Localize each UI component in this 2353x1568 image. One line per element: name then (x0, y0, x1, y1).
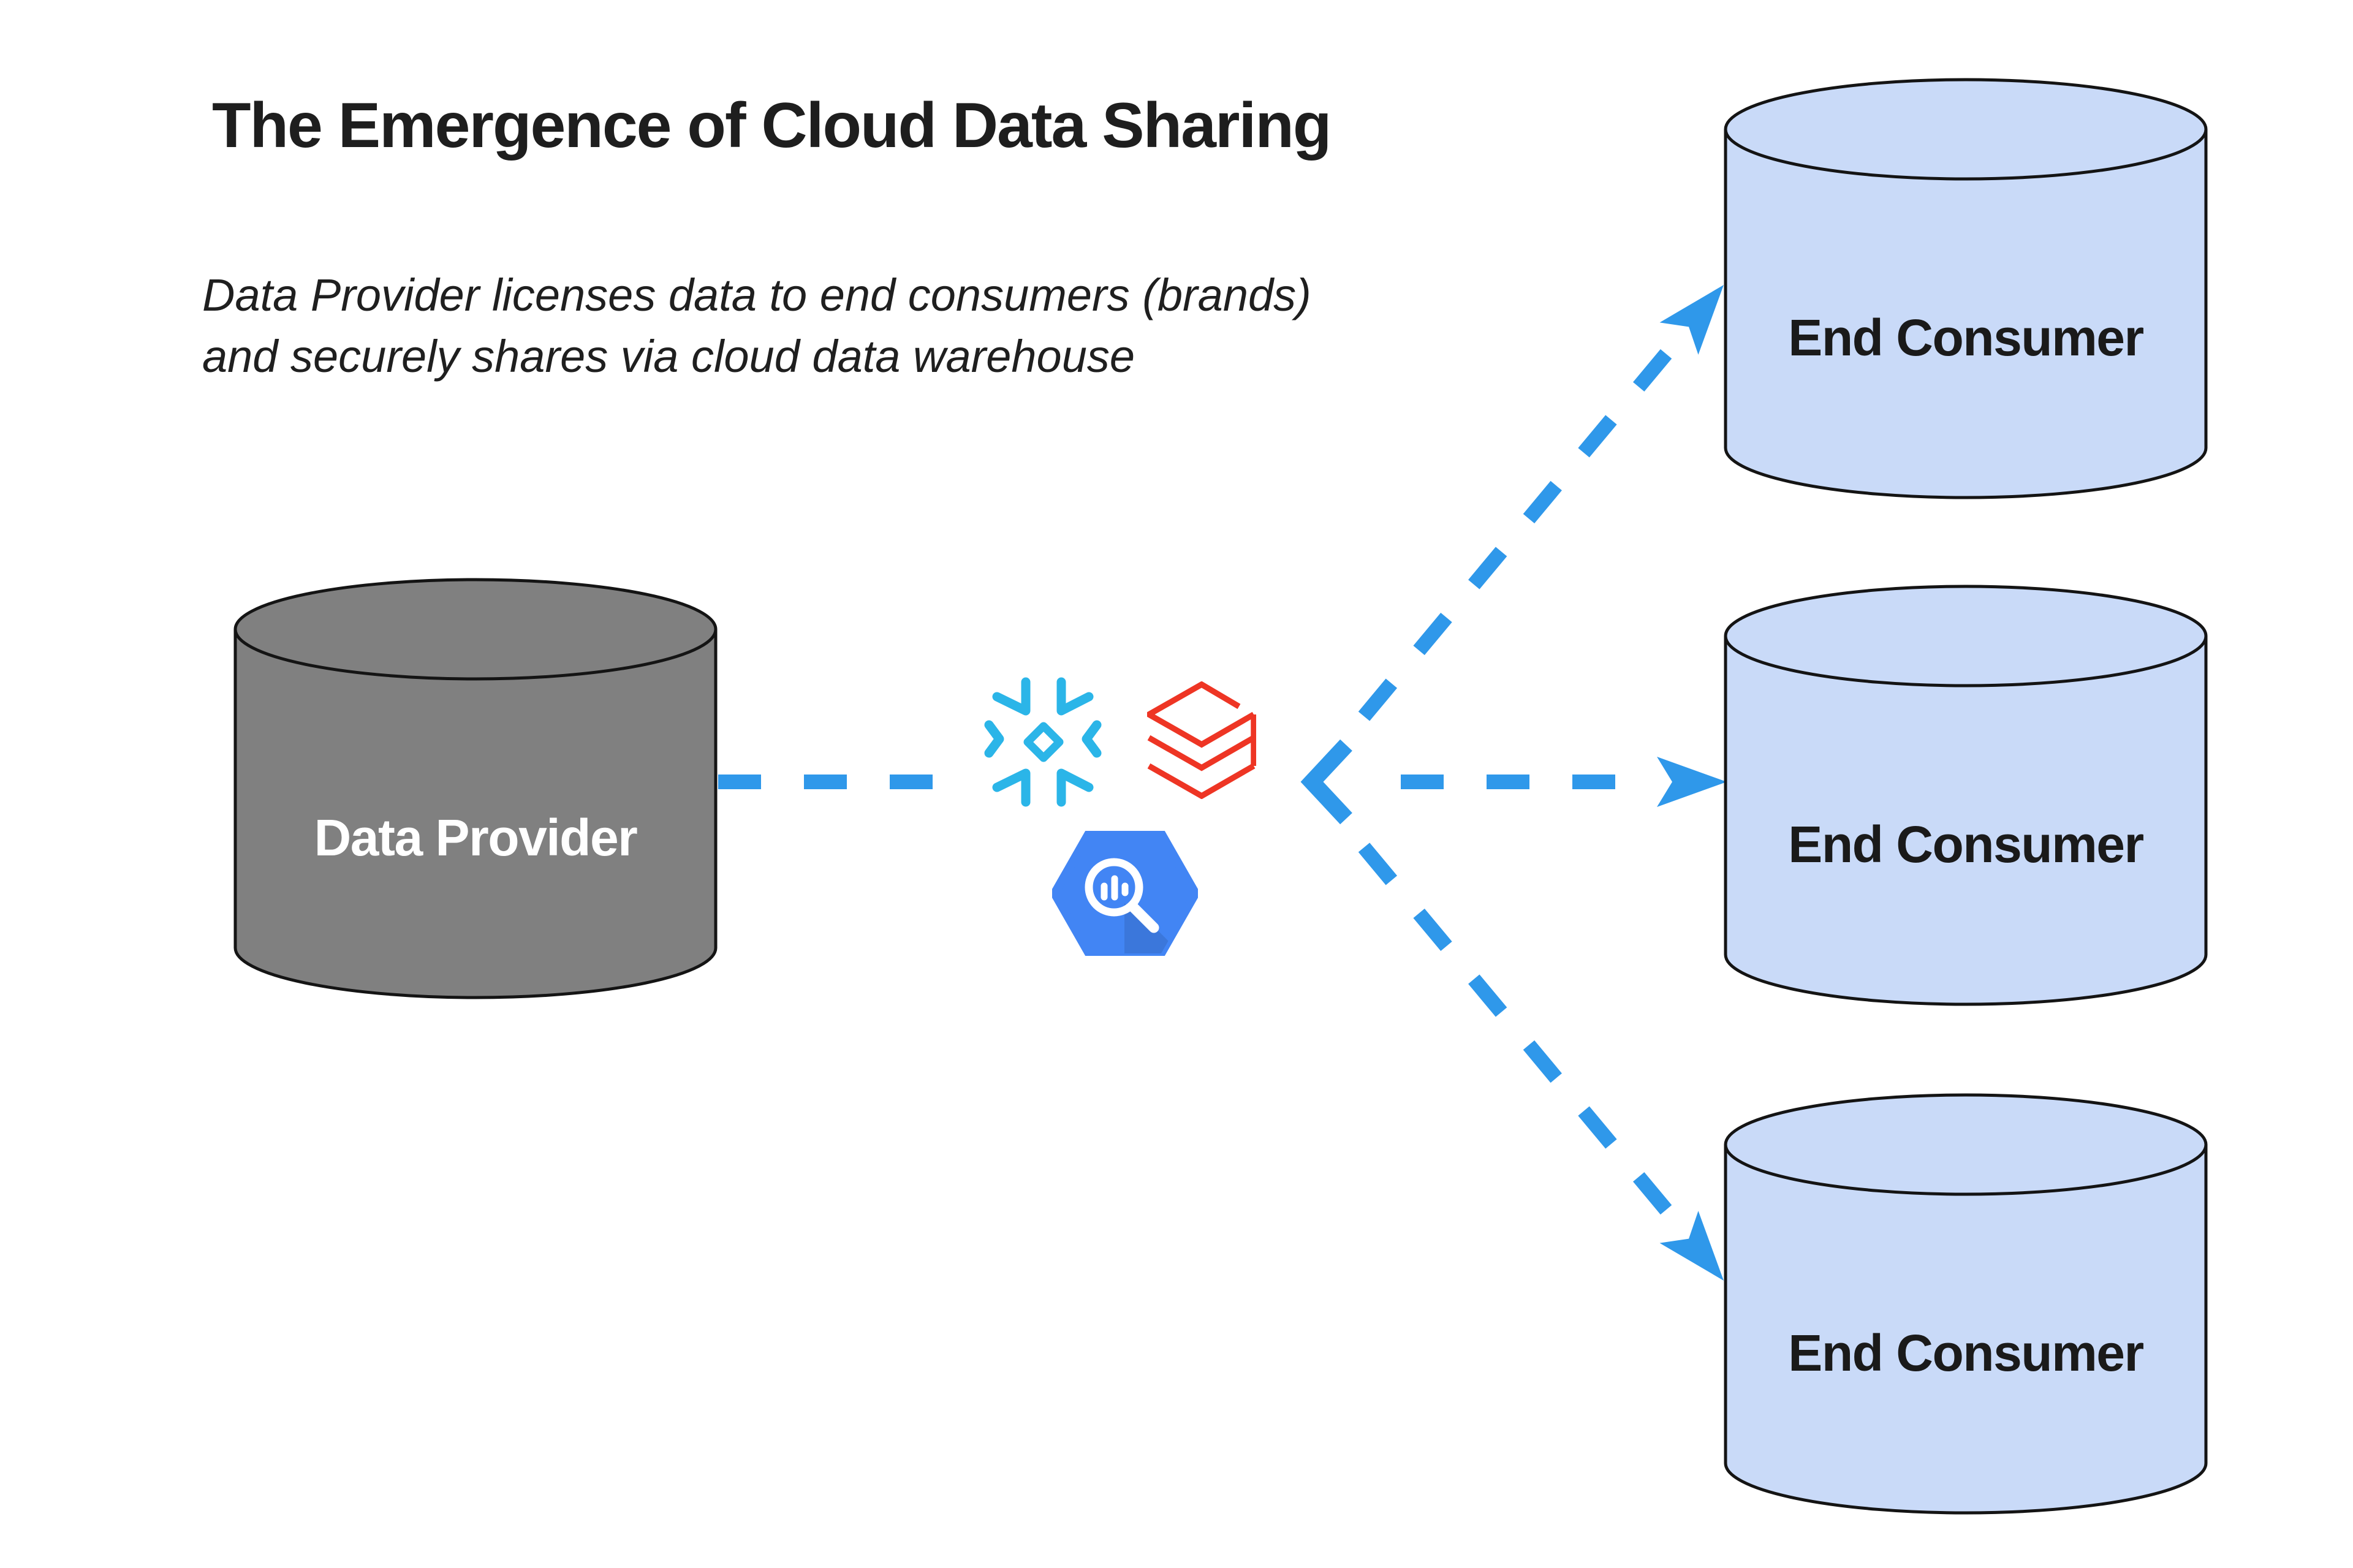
data-provider-database: Data Provider (233, 577, 718, 1001)
fan-origin-left-arrowhead (1300, 739, 1352, 825)
end-consumer-database-bottom: End Consumer (1723, 1092, 2208, 1516)
arrow-to-consumer-top (1358, 285, 1724, 721)
end-consumer-database-middle: End Consumer (1723, 583, 2208, 1007)
database-cylinder-shape (1724, 1093, 2208, 1515)
arrowhead-middle (1657, 757, 1727, 807)
subtitle-line-2: and securely shares via cloud data wareh… (202, 331, 1135, 382)
end-consumer-label: End Consumer (1788, 1324, 2144, 1382)
database-cylinder-shape (233, 578, 718, 999)
diagram-subtitle: Data Provider licenses data to end consu… (202, 265, 1311, 387)
subtitle-line-1: Data Provider licenses data to end consu… (202, 270, 1311, 320)
data-provider-label: Data Provider (314, 808, 638, 866)
database-cylinder-shape (1724, 585, 2208, 1006)
database-cylinder-shape (1724, 78, 2208, 499)
arrow-to-consumer-bottom (1358, 843, 1724, 1281)
bigquery-icon (1052, 831, 1198, 956)
arrow-to-consumer-middle (1401, 757, 1727, 807)
snowflake-icon (984, 677, 1102, 807)
arrowhead-top (1659, 285, 1724, 355)
end-consumer-label: End Consumer (1788, 815, 2144, 873)
end-consumer-database-top: End Consumer (1723, 77, 2208, 501)
arrowhead-bottom (1659, 1211, 1724, 1281)
end-consumer-label: End Consumer (1788, 308, 2144, 366)
page-title: The Emergence of Cloud Data Sharing (212, 90, 1332, 161)
databricks-icon (1147, 681, 1256, 799)
